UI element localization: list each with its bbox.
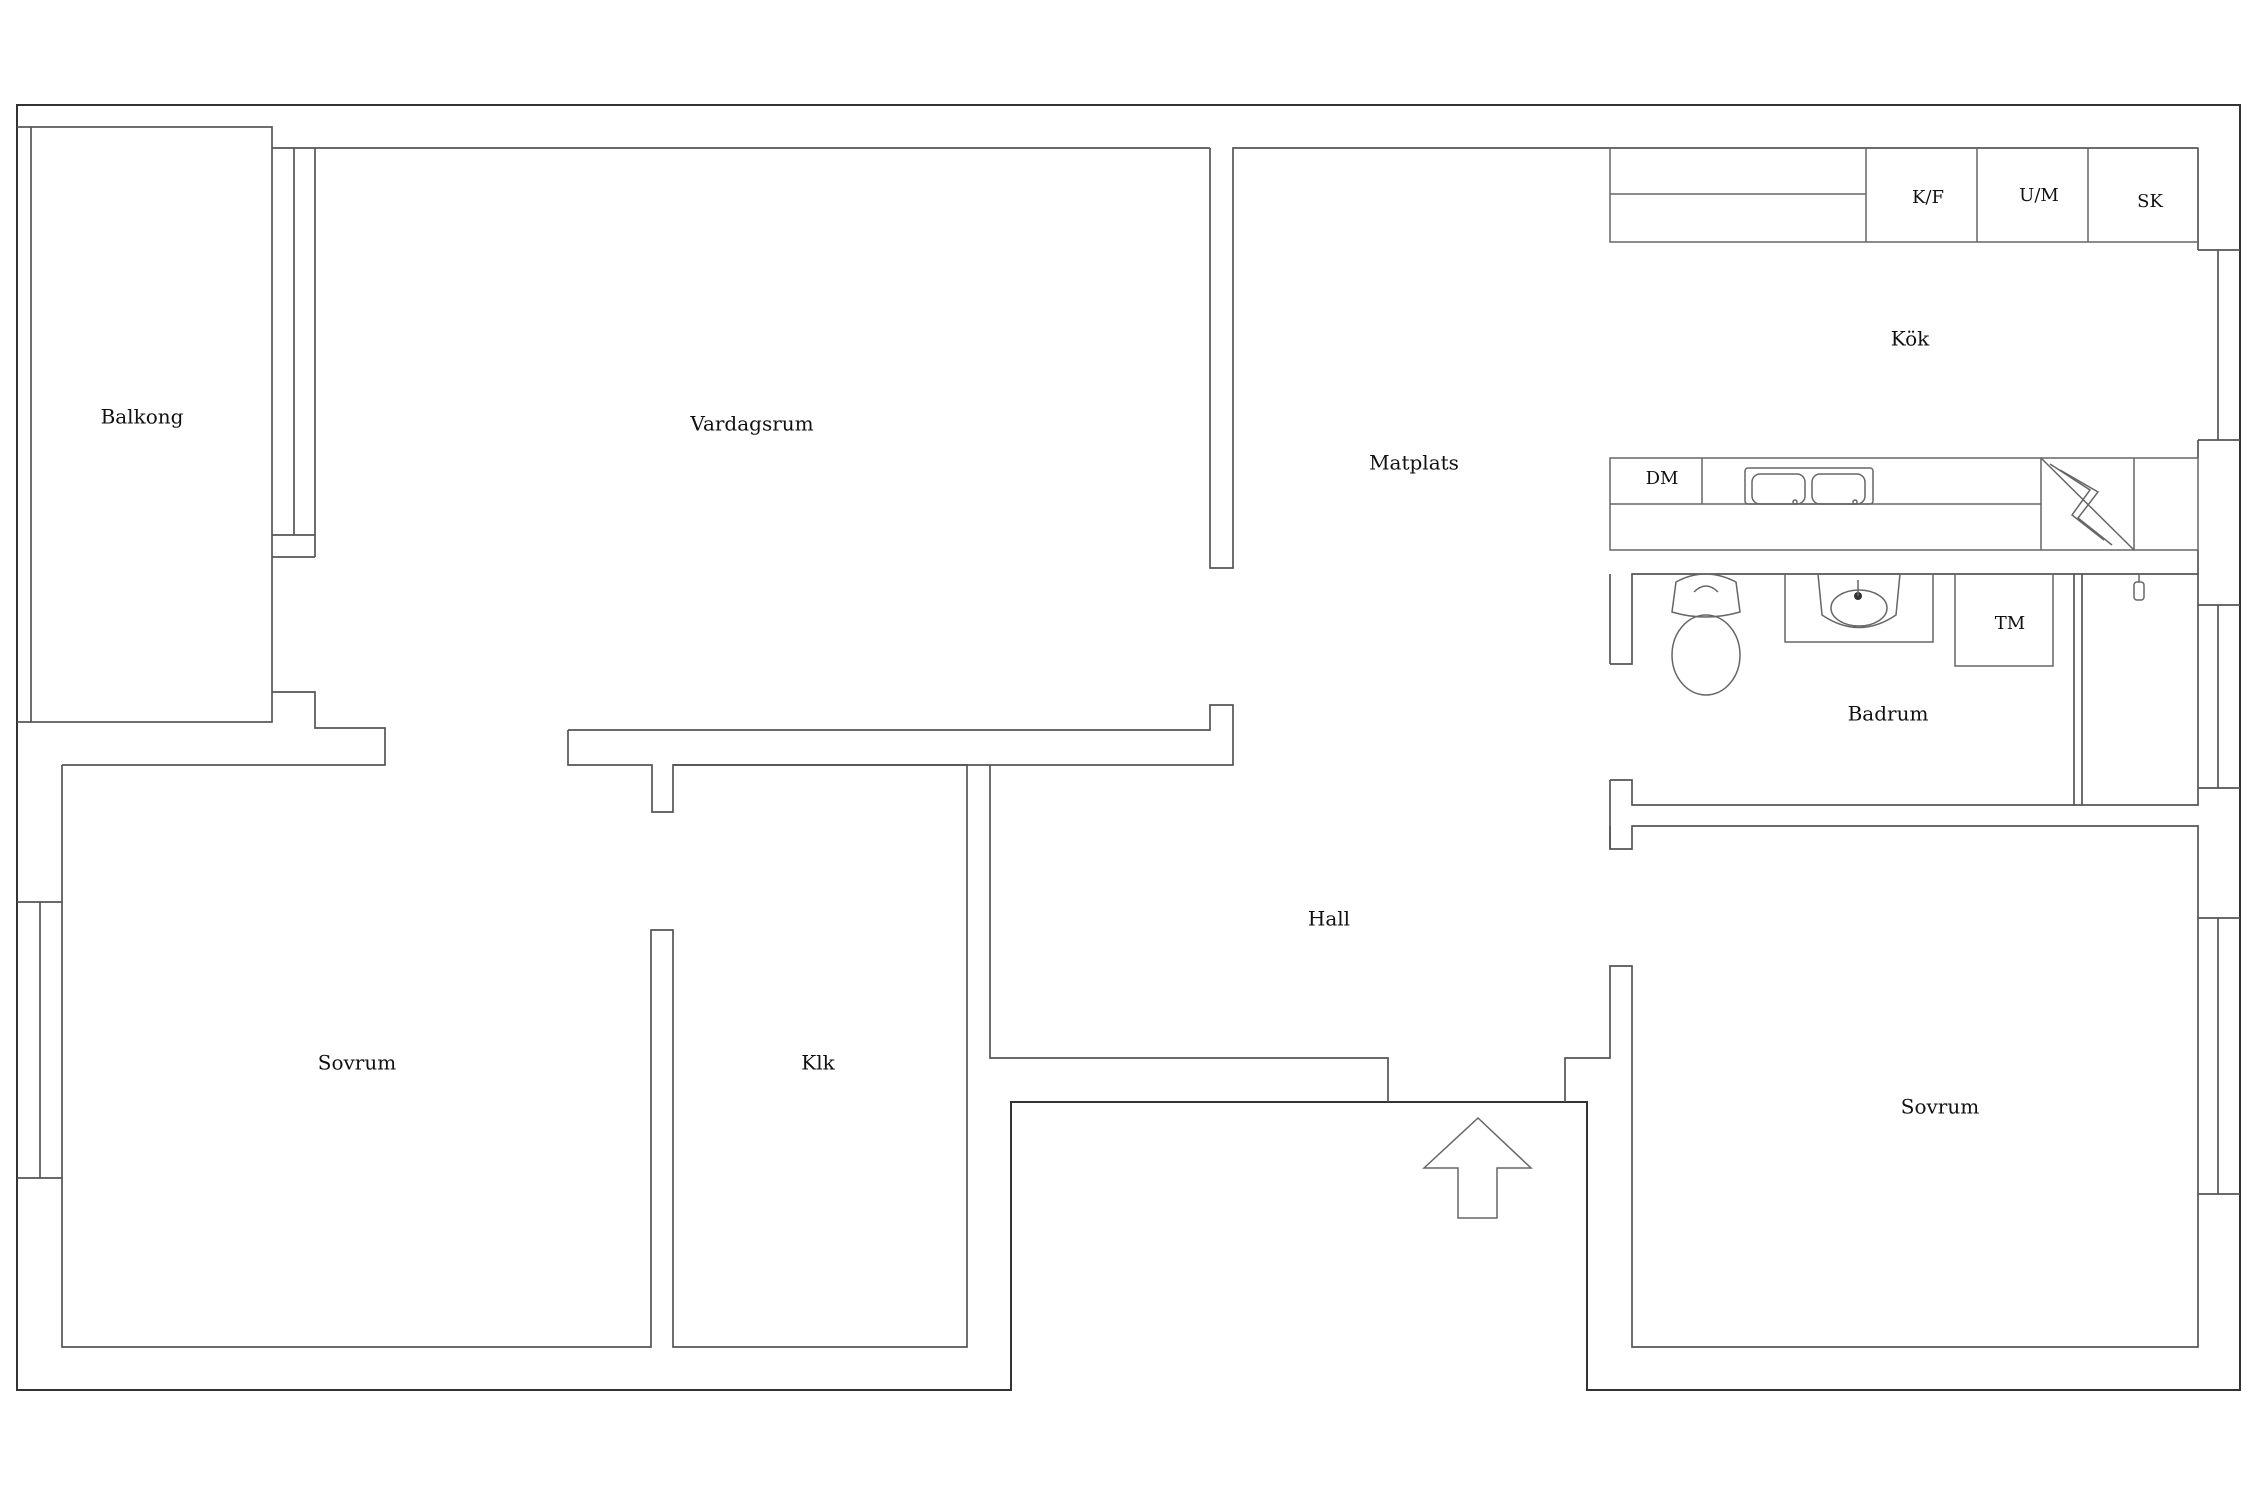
room-label-sovrum-right: Sovrum xyxy=(1901,1095,1979,1119)
toilet-icon xyxy=(1671,573,1741,696)
washing-machine xyxy=(1954,573,2054,667)
room-label-vardagsrum: Vardagsrum xyxy=(689,412,813,436)
bedroom-right-window xyxy=(2198,917,2240,1195)
fixture-label-um: U/M xyxy=(2019,185,2059,206)
bathroom-walls xyxy=(1609,573,2240,849)
room-label-hall: Hall xyxy=(1308,907,1350,931)
balcony xyxy=(17,126,273,723)
bedroom-left xyxy=(17,764,968,1348)
tap-icon xyxy=(2133,574,2145,601)
fixture-label-sk: SK xyxy=(2137,191,2163,212)
hall-walls xyxy=(989,765,2199,1348)
outer-wall xyxy=(16,104,2241,1391)
kitchen-top-counter xyxy=(1609,147,2199,243)
kitchen-walls xyxy=(1762,147,2240,574)
balcony-window xyxy=(272,147,316,558)
room-label-sovrum-left: Sovrum xyxy=(318,1051,396,1075)
entrance-arrow-icon xyxy=(1422,1116,1533,1219)
room-label-matplats: Matplats xyxy=(1369,451,1459,475)
kitchen-lower-counter xyxy=(1609,457,2199,551)
fixture-label-tm: TM xyxy=(1995,613,2025,634)
room-label-kok: Kök xyxy=(1891,327,1930,351)
living-room-walls xyxy=(62,147,1762,813)
room-label-klk: Klk xyxy=(801,1051,835,1075)
fixture-label-kf: K/F xyxy=(1912,187,1944,208)
kitchen-sink-icon xyxy=(1744,467,1874,505)
stove-icon xyxy=(2040,457,2135,551)
fixture-label-dm: DM xyxy=(1646,468,1679,489)
room-label-badrum: Badrum xyxy=(1848,702,1929,726)
room-label-balkong: Balkong xyxy=(101,405,184,429)
washbasin-icon xyxy=(1784,573,1934,643)
